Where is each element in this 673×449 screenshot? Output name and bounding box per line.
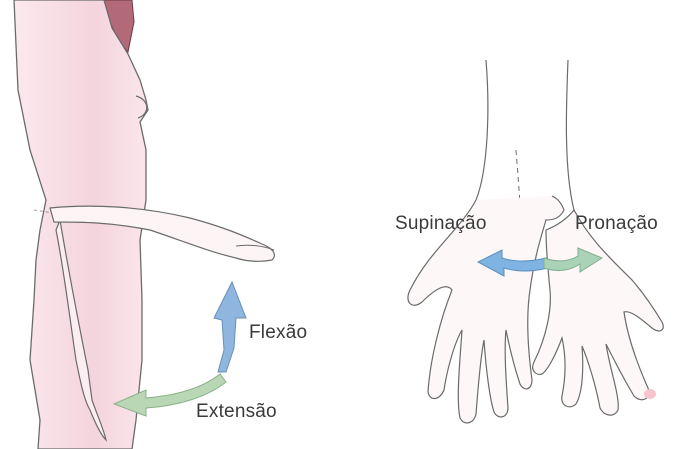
flexion-arrow <box>214 282 246 372</box>
supination-label: Supinação <box>395 213 487 235</box>
standing-figure <box>14 0 274 449</box>
hands-figure <box>408 60 663 423</box>
pronated-hand <box>533 210 664 415</box>
forearm <box>476 60 574 210</box>
extension-label: Extensão <box>196 401 277 423</box>
flexion-label: Flexão <box>249 322 307 344</box>
pink-fingertip <box>644 389 656 399</box>
pronation-label: Pronação <box>575 213 658 235</box>
